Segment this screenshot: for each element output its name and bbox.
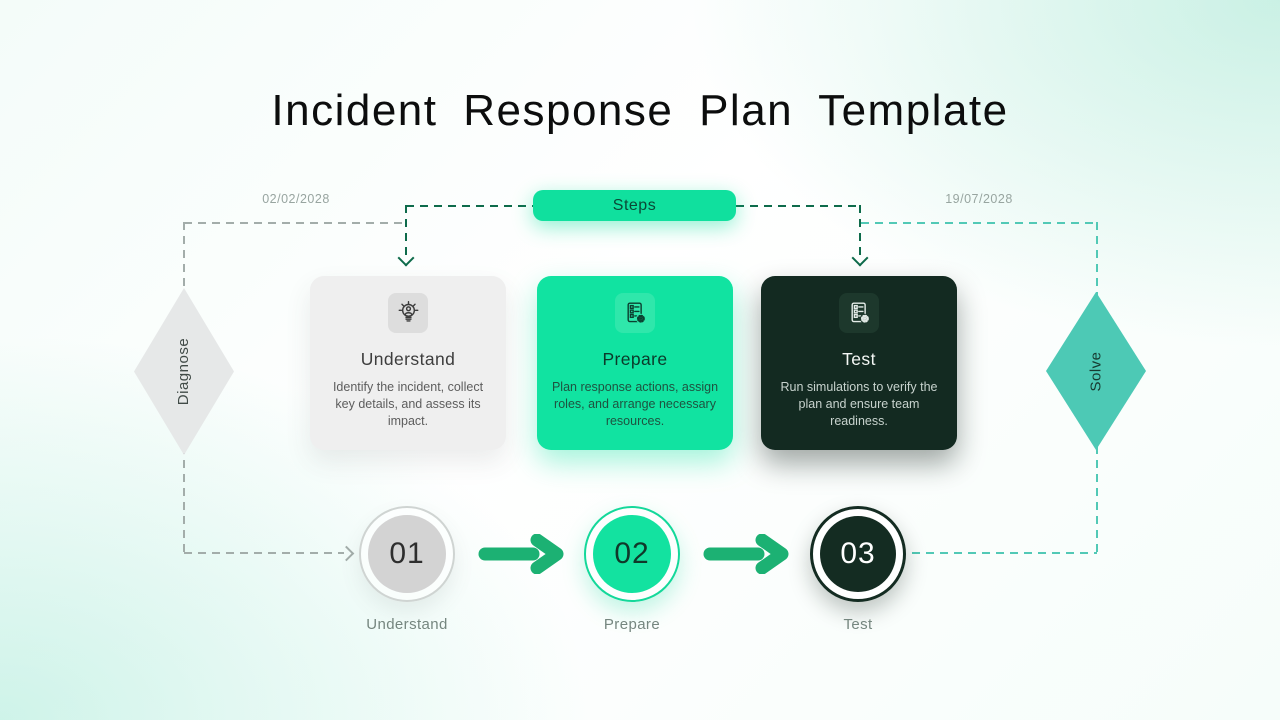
- step-circle-01: 01: [359, 506, 455, 602]
- card-test: Test Run simulations to verify the plan …: [761, 276, 957, 450]
- connector-solve-bottom: [912, 552, 1097, 554]
- connector-steps-left-drop: [405, 205, 407, 255]
- checklist-gear-icon: [626, 301, 646, 324]
- step-circle-03: 03: [810, 506, 906, 602]
- checklist-gear-icon: [850, 301, 870, 324]
- card-description: Identify the incident, collect key detai…: [332, 380, 484, 428]
- icon-tile: [839, 293, 879, 333]
- card-description: Run simulations to verify the plan and e…: [780, 380, 938, 428]
- steps-button-label: Steps: [612, 196, 657, 214]
- diagnose-label: Diagnose: [175, 337, 193, 406]
- card-understand: Understand Identify the incident, collec…: [310, 276, 506, 450]
- card-description: Plan response actions, assign roles, and…: [551, 380, 719, 428]
- date-start: 02/02/2028: [262, 192, 330, 206]
- connector-solve-top: [861, 222, 1097, 224]
- idea-person-bulb-icon: [398, 300, 418, 322]
- steps-button[interactable]: Steps: [533, 190, 736, 221]
- card-title: Prepare: [602, 349, 668, 369]
- card-prepare: Prepare Plan response actions, assign ro…: [537, 276, 733, 450]
- step-label-test: Test: [843, 616, 873, 633]
- connector-steps-right-drop: [859, 205, 861, 255]
- connector-diagnose-bottom: [184, 552, 344, 554]
- step-number: 02: [593, 515, 671, 593]
- icon-tile: [615, 293, 655, 333]
- diagnose-diamond: Diagnose: [134, 288, 234, 455]
- icon-tile: [388, 293, 428, 333]
- connector-diagnose-top: [184, 222, 406, 224]
- arrow-down-icon: [851, 249, 869, 267]
- card-title: Understand: [360, 349, 456, 369]
- step-number: 01: [368, 515, 446, 593]
- step-circle-02: 02: [584, 506, 680, 602]
- step-number: 03: [820, 516, 896, 592]
- connector-steps-left: [406, 205, 533, 207]
- flow-arrow-icon: [703, 534, 789, 574]
- step-label-understand: Understand: [366, 616, 448, 633]
- flow-arrow-icon: [478, 534, 564, 574]
- solve-label: Solve: [1087, 350, 1105, 392]
- connector-steps-right: [736, 205, 860, 207]
- arrow-down-icon: [397, 249, 415, 267]
- card-title: Test: [842, 349, 876, 369]
- arrow-right-icon: [338, 545, 355, 562]
- solve-diamond: Solve: [1046, 292, 1146, 450]
- step-label-prepare: Prepare: [603, 616, 661, 633]
- date-end: 19/07/2028: [945, 192, 1013, 206]
- page-title: Incident Response Plan Template: [271, 86, 1009, 135]
